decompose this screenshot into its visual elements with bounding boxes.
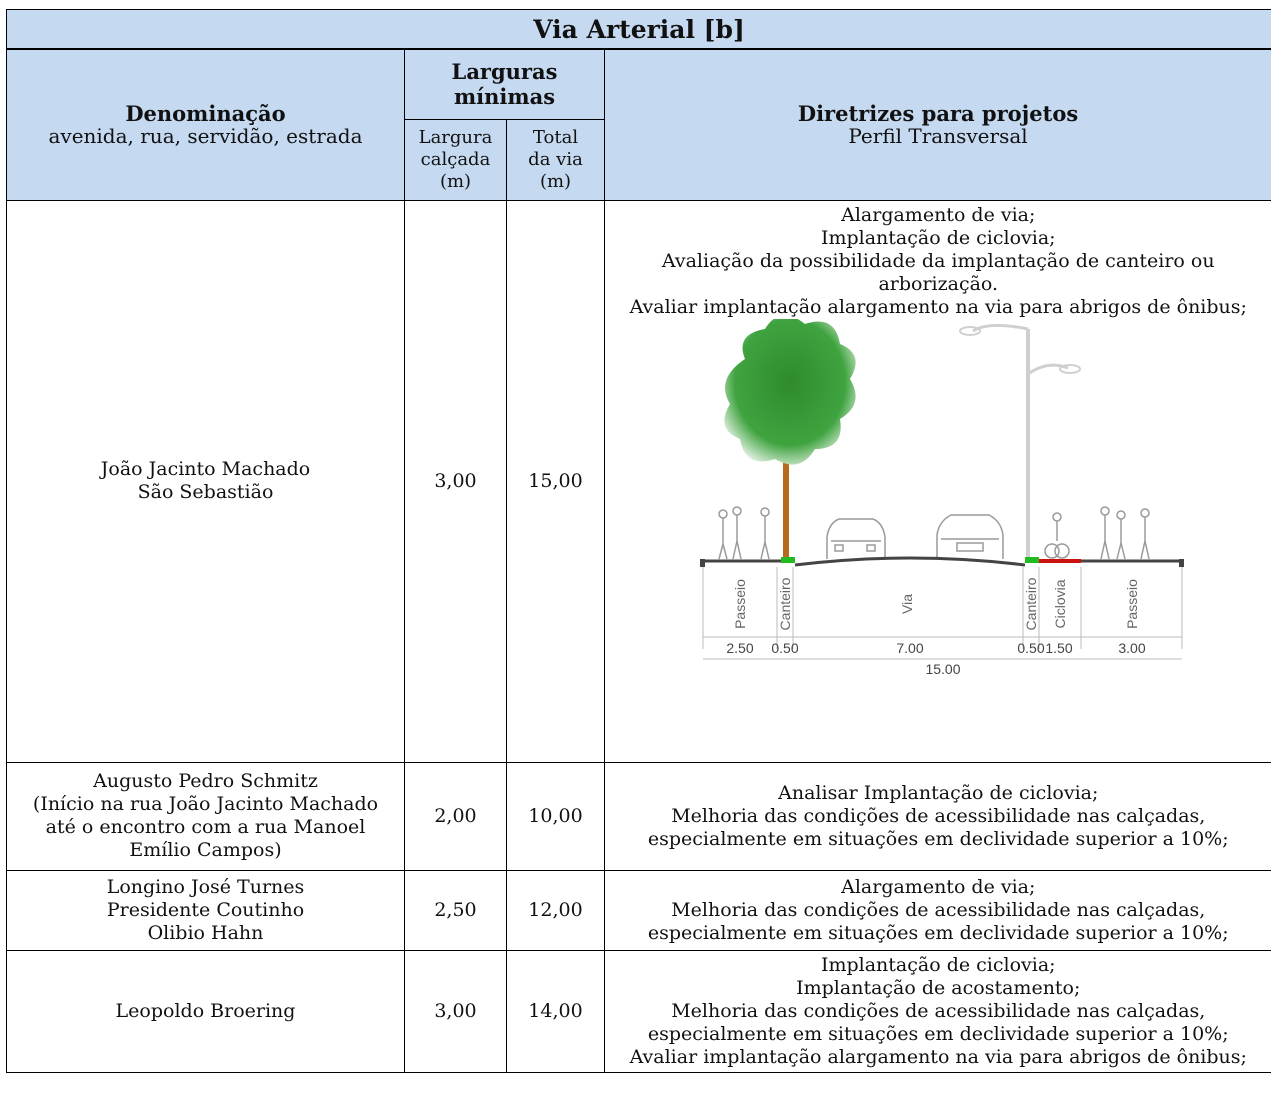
row-names: Augusto Pedro Schmitz (Início na rua Joã… xyxy=(6,761,405,871)
canteiro-left-mark xyxy=(781,556,795,563)
label-passeio-left: Passeio xyxy=(732,578,748,628)
pedestrians-left-icon xyxy=(718,505,770,559)
header-diretrizes-title: Diretrizes para projetos xyxy=(797,100,1079,126)
row-total: 12,00 xyxy=(506,869,605,951)
diretriz-line: Avaliação da possibilidade da implantaçã… xyxy=(661,249,1215,272)
table-row: Augusto Pedro Schmitz (Início na rua Joã… xyxy=(6,761,1271,871)
header-total-via: Total da via (m) xyxy=(506,118,605,201)
header-total-line: Total xyxy=(532,126,579,148)
row-diretrizes: Alargamento de via; Melhoria das condiçõ… xyxy=(603,869,1271,951)
row-diretrizes: Analisar Implantação de ciclovia; Melhor… xyxy=(603,761,1271,871)
row-total: 15,00 xyxy=(506,199,605,763)
diretriz-line: Avaliar implantação alargamento na via p… xyxy=(629,1045,1247,1068)
header-larguras-minimas: Larguras mínimas xyxy=(404,48,605,120)
row-largura: 3,00 xyxy=(404,949,507,1073)
pedestrians-right-icon xyxy=(1100,505,1150,559)
label-via: Via xyxy=(899,593,915,613)
header-perfil: Perfil Transversal xyxy=(848,123,1028,148)
street-name: até o encontro com a rua Manoel xyxy=(45,816,366,838)
table-title: Via Arterial [b] xyxy=(5,9,1271,50)
cross-section-svg: Passeio Canteiro Via Canteiro Ciclovia P… xyxy=(700,318,1184,677)
header-denominacao: Denominação avenida, rua, servidão, estr… xyxy=(6,48,405,201)
diretriz-line: Avaliar implantação alargamento na via p… xyxy=(629,295,1247,318)
street-name: Leopoldo Broering xyxy=(115,999,296,1022)
via-line xyxy=(794,556,1026,566)
dim-passeio-left: 2.50 xyxy=(726,640,753,656)
street-name: São Sebastião xyxy=(137,481,274,503)
diretriz-line: especialmente em situações em declividad… xyxy=(647,921,1229,944)
label-passeio-right: Passeio xyxy=(1124,578,1140,628)
row-names: Longino José Turnes Presidente Coutinho … xyxy=(6,869,405,951)
dim-canteiro-right: 0.50 xyxy=(1017,640,1044,656)
header-total-line: (m) xyxy=(539,170,572,192)
lamp-post-icon xyxy=(959,323,1081,559)
diretriz-line: especialmente em situações em declividad… xyxy=(647,827,1229,850)
diretrizes-text: Alargamento de via; Implantação de ciclo… xyxy=(605,201,1271,319)
table-row: João Jacinto Machado São Sebastião 3,00 … xyxy=(6,199,1271,763)
label-canteiro-right: Canteiro xyxy=(1023,577,1039,630)
car-right-icon xyxy=(936,513,1004,559)
diretriz-line: Implantação de ciclovia; xyxy=(820,226,1056,249)
arterial-table: Via Arterial [b] Denominação avenida, ru… xyxy=(5,9,1271,1073)
street-name: Longino José Turnes xyxy=(106,875,305,898)
dim-via: 7.00 xyxy=(896,640,923,656)
car-left-icon xyxy=(826,517,886,559)
street-name: Emílio Campos) xyxy=(129,839,282,861)
row-names: Leopoldo Broering xyxy=(6,949,405,1073)
diretriz-line: Alargamento de via; xyxy=(841,875,1036,898)
tree-trunk xyxy=(783,458,789,559)
label-canteiro-left: Canteiro xyxy=(777,577,793,630)
diretriz-line: Alargamento de via; xyxy=(841,203,1036,226)
diretriz-line: Implantação de acostamento; xyxy=(796,976,1081,999)
row-largura: 2,50 xyxy=(404,869,507,951)
diretriz-line: Melhoria das condições de acessibilidade… xyxy=(671,898,1206,921)
diretriz-line: Analisar Implantação de ciclovia; xyxy=(778,781,1099,804)
header-largura-line: calçada xyxy=(420,148,491,170)
header-largura-line: Largura xyxy=(418,126,493,148)
row-total: 14,00 xyxy=(506,949,605,1073)
header-diretrizes: Diretrizes para projetos Perfil Transver… xyxy=(603,48,1271,201)
row-names: João Jacinto Machado São Sebastião xyxy=(6,199,405,763)
diretriz-line: arborização. xyxy=(878,272,999,295)
label-ciclovia: Ciclovia xyxy=(1052,579,1068,628)
diretriz-line: especialmente em situações em declividad… xyxy=(647,1022,1229,1045)
header-largura-calcada: Largura calçada (m) xyxy=(404,118,507,201)
dim-passeio-right: 3.00 xyxy=(1118,640,1145,656)
canteiro-right-mark xyxy=(1025,556,1039,563)
document: Via Arterial [b] Denominação avenida, ru… xyxy=(5,9,1271,1097)
header-denominacao-title: Denominação xyxy=(125,100,286,126)
street-name: Augusto Pedro Schmitz xyxy=(93,770,318,792)
diretriz-line: Melhoria das condições de acessibilidade… xyxy=(671,999,1206,1022)
diretriz-line: Implantação de ciclovia; xyxy=(820,953,1056,976)
table-row: Longino José Turnes Presidente Coutinho … xyxy=(6,869,1271,951)
header-largura-line: (m) xyxy=(439,170,472,192)
row-diretrizes: Alargamento de via; Implantação de ciclo… xyxy=(603,199,1271,763)
row-total: 10,00 xyxy=(506,761,605,871)
row-largura: 2,00 xyxy=(404,761,507,871)
row-diretrizes: Implantação de ciclovia; Implantação de … xyxy=(603,949,1271,1073)
street-name: Presidente Coutinho xyxy=(106,898,305,921)
row-largura: 3,00 xyxy=(404,199,507,763)
diretriz-line: Melhoria das condições de acessibilidade… xyxy=(671,804,1206,827)
table-row: Leopoldo Broering 3,00 14,00 Implantação… xyxy=(6,949,1271,1073)
header-total-line: da via xyxy=(528,148,583,170)
dim-canteiro-left: 0.50 xyxy=(771,640,798,656)
street-name: Olibio Hahn xyxy=(147,921,264,944)
cyclist-icon xyxy=(1044,511,1070,559)
tree-icon xyxy=(724,318,856,559)
street-name: (Início na rua João Jacinto Machado xyxy=(32,793,379,815)
dim-ciclovia: 1.50 xyxy=(1045,640,1072,656)
dim-total: 15.00 xyxy=(925,661,960,677)
street-name: João Jacinto Machado xyxy=(100,458,311,480)
cross-section-diagram: Passeio Canteiro Via Canteiro Ciclovia P… xyxy=(605,318,1271,679)
header-denominacao-sub: avenida, rua, servidão, estrada xyxy=(48,123,363,148)
